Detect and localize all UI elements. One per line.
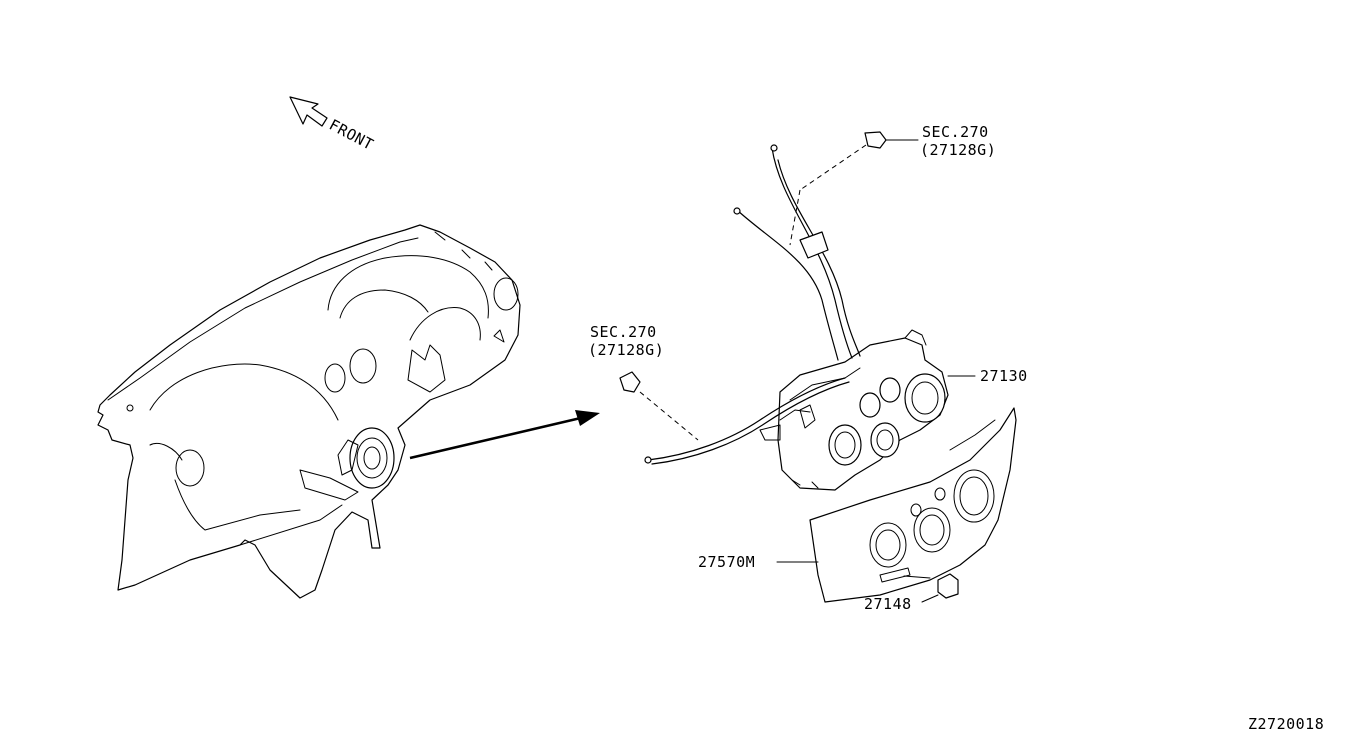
dashboard-illustration [97, 224, 521, 599]
switch-knob-27148 [921, 573, 959, 603]
part-27148-label: 27148 [864, 595, 912, 613]
clip-top [789, 131, 919, 246]
sec-270-top-label: SEC.270 [922, 123, 989, 141]
control-finisher-panel [809, 407, 1017, 603]
control-cables [644, 144, 861, 465]
sec-270-mid-label: SEC.270 [590, 323, 657, 341]
sec-270-top-code-label: (27128G) [920, 141, 996, 159]
heater-control-unit [759, 329, 949, 491]
front-label: FRONT [326, 116, 377, 154]
part-27130-label: 27130 [980, 367, 1028, 385]
sec-270-mid-code-label: (27128G) [588, 341, 664, 359]
diagram-id-label: Z2720018 [1248, 715, 1324, 733]
leader-panel-slot [903, 575, 931, 579]
part-27570m-label: 27570M [698, 553, 755, 571]
front-arrow-icon [289, 96, 328, 127]
clip-middle [619, 371, 699, 441]
pointer-arrow-icon [409, 410, 600, 460]
